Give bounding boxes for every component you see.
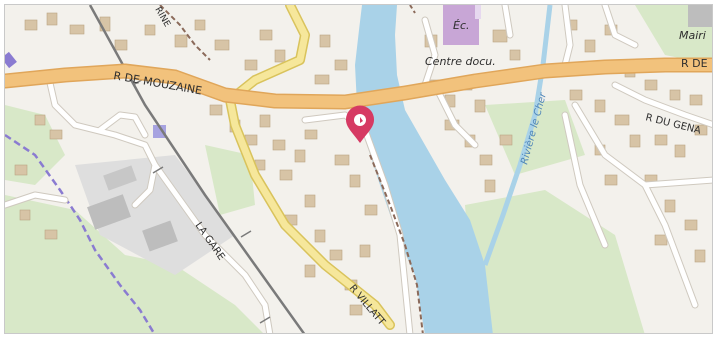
footpath-stub [409, 5, 416, 14]
secondary-road [225, 5, 395, 330]
buildings [14, 12, 708, 316]
pin-arrow-icon [360, 117, 363, 123]
boundary-stub [5, 51, 17, 69]
footpath-river [369, 154, 424, 333]
main-road [5, 57, 712, 110]
stream [482, 5, 553, 266]
river-cher [355, 5, 493, 333]
label-centre-doc: Centre docu. [425, 55, 496, 68]
rail-yard [75, 155, 235, 275]
mairie-building [688, 5, 712, 27]
station-building [153, 125, 166, 138]
label-mairie: Mairi [679, 29, 706, 42]
street-label-mouzaine-east: R DE [681, 57, 708, 70]
school-area [443, 5, 479, 45]
location-marker[interactable] [345, 105, 375, 143]
map-frame: R DE MOUZAINE R DE R DU GENA LA GARE R V… [4, 4, 713, 334]
footpath-north [159, 5, 211, 61]
school-annex [475, 5, 481, 19]
map-canvas[interactable]: R DE MOUZAINE R DE R DU GENA LA GARE R V… [5, 5, 713, 334]
label-ecole: Éc. [453, 19, 470, 32]
minor-roads [5, 5, 712, 333]
